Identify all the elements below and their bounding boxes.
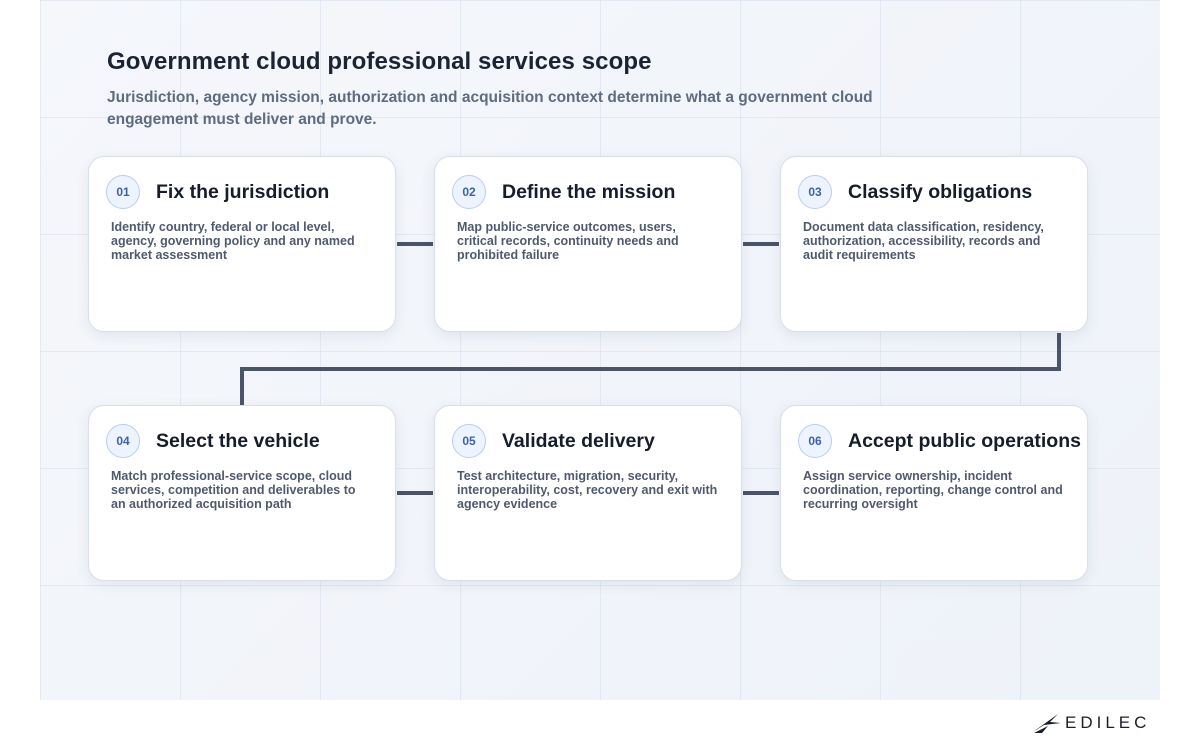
step-card-4: 04 Select the vehicle Match professional… — [88, 405, 396, 581]
step-card-3: 03 Classify obligations Document data cl… — [780, 156, 1088, 332]
step-description: Map public-service outcomes, users, crit… — [457, 220, 679, 262]
step-number-badge: 01 — [106, 175, 140, 209]
step-card-2: 02 Define the mission Map public-service… — [434, 156, 742, 332]
step-description: Assign service ownership, incident coord… — [803, 469, 1063, 511]
page-subtitle: Jurisdiction, agency mission, authorizat… — [107, 89, 873, 128]
step-card-1: 01 Fix the jurisdiction Identify country… — [88, 156, 396, 332]
step-description: Test architecture, migration, security, … — [457, 469, 718, 511]
step-title: Validate delivery — [502, 430, 655, 452]
step-number-badge: 02 — [452, 175, 486, 209]
step-description: Match professional-service scope, cloud … — [111, 469, 356, 511]
step-description: Identify country, federal or local level… — [111, 220, 355, 262]
brand-name: EDILEC — [1065, 713, 1151, 732]
brand-logo: EDILEC — [1032, 711, 1150, 735]
step-title: Fix the jurisdiction — [156, 181, 330, 203]
step-number-badge: 03 — [798, 175, 832, 209]
step-number-badge: 05 — [452, 424, 486, 458]
step-description: Document data classification, residency,… — [803, 220, 1044, 262]
brand-mark-icon — [1033, 714, 1061, 733]
step-title: Classify obligations — [848, 181, 1033, 203]
step-title: Select the vehicle — [156, 430, 320, 452]
step-card-5: 05 Validate delivery Test architecture, … — [434, 405, 742, 581]
step-title: Accept public operations — [848, 430, 1081, 452]
step-number-badge: 04 — [106, 424, 140, 458]
step-card-6: 06 Accept public operations Assign servi… — [780, 405, 1088, 581]
page-title: Government cloud professional services s… — [107, 48, 652, 75]
step-title: Define the mission — [502, 181, 676, 203]
step-number-badge: 06 — [798, 424, 832, 458]
